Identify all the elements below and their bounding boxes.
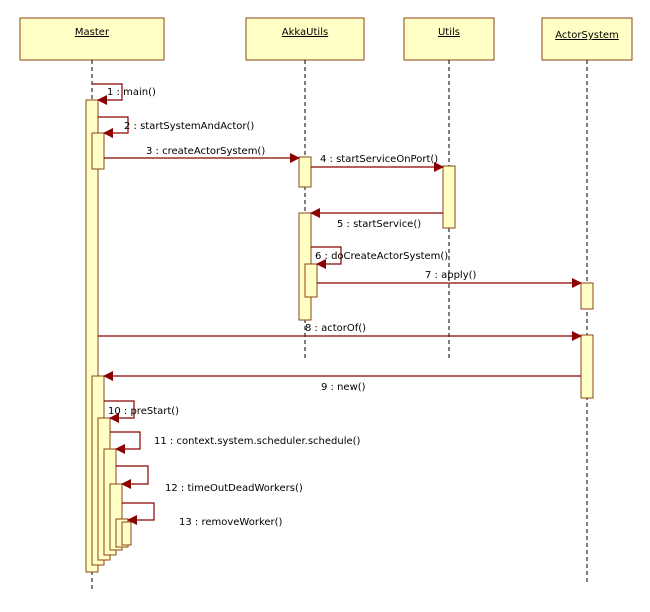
lifeline-master[interactable]: Master bbox=[19, 17, 165, 61]
activation-utils bbox=[442, 165, 456, 229]
message-12-arrow bbox=[116, 465, 149, 489]
message-10-label: 10 : preStart() bbox=[108, 406, 179, 417]
message-11-arrow bbox=[110, 431, 141, 454]
message-9-label: 9 : new() bbox=[321, 382, 366, 393]
activation-actorsystem-1 bbox=[580, 282, 594, 310]
lifeline-utils-name: Utils bbox=[438, 27, 460, 38]
lifeline-utils[interactable]: Utils bbox=[403, 17, 495, 61]
message-6-arrow bbox=[311, 246, 342, 269]
activation-master-14 bbox=[121, 521, 132, 546]
message-10-arrow bbox=[104, 400, 135, 423]
activation-akkautils-6 bbox=[304, 263, 318, 298]
message-12-label: 12 : timeOutDeadWorkers() bbox=[165, 483, 303, 494]
message-6-label: 6 : doCreateActorSystem() bbox=[315, 251, 448, 262]
message-2-arrow bbox=[98, 116, 129, 138]
lifeline-actorsystem[interactable]: ActorSystem bbox=[541, 17, 633, 61]
message-3-label: 3 : createActorSystem() bbox=[146, 146, 265, 157]
message-1-arrow bbox=[92, 83, 123, 105]
activation-master-2 bbox=[91, 132, 105, 170]
lifeline-master-name: Master bbox=[75, 27, 110, 38]
lifeline-actorsystem-name: ActorSystem bbox=[555, 30, 619, 41]
message-1-label: 1 : main() bbox=[107, 87, 156, 98]
lifeline-akkautils-name: AkkaUtils bbox=[282, 27, 328, 38]
activation-actorsystem-2 bbox=[580, 334, 594, 399]
message-13-arrow bbox=[122, 502, 155, 525]
message-13-label: 13 : removeWorker() bbox=[179, 517, 283, 528]
message-11-label: 11 : context.system.scheduler.schedule() bbox=[154, 436, 361, 447]
message-2-label: 2 : startSystemAndActor() bbox=[124, 121, 254, 132]
message-5-label: 5 : startService() bbox=[337, 219, 421, 230]
message-8-label: 8 : actorOf() bbox=[305, 323, 366, 334]
message-7-label: 7 : apply() bbox=[425, 270, 477, 281]
message-4-label: 4 : startServiceOnPort() bbox=[320, 154, 438, 165]
lifeline-akkautils[interactable]: AkkaUtils bbox=[245, 17, 365, 61]
activation-akkautils-1 bbox=[298, 156, 312, 188]
